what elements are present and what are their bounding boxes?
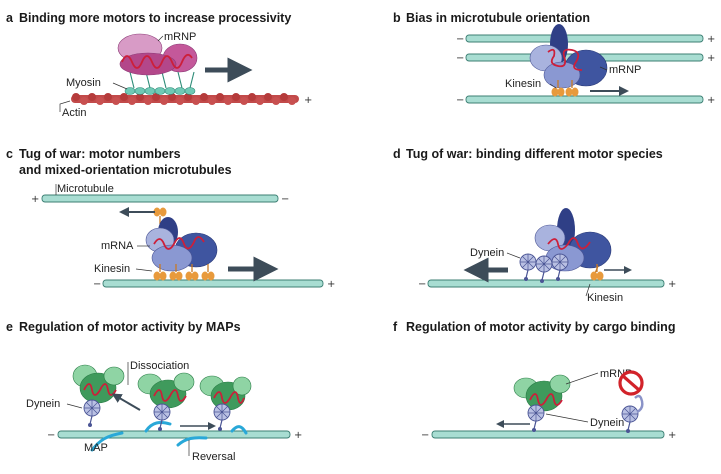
mrnp-cargo: [137, 372, 195, 409]
label-dynein: Dynein: [590, 417, 624, 429]
minus-end-sign: −: [281, 194, 289, 205]
panel-title: Regulation of motor activity by cargo bi…: [406, 320, 675, 334]
minus-end-sign: −: [456, 34, 464, 45]
plus-end-sign: +: [668, 430, 676, 441]
minus-end-sign: −: [93, 279, 101, 290]
panel-letter: e: [6, 320, 13, 334]
plus-end-sign: +: [327, 279, 335, 290]
dissociation-arrow: [111, 393, 141, 411]
label-dissociation: Dissociation: [130, 360, 189, 372]
myosin-motors: [124, 71, 196, 95]
label-mrnp: mRNP: [609, 64, 641, 76]
label-microtubule: Microtubule: [57, 183, 114, 195]
dynein-motor: [621, 405, 639, 434]
panel-b: b Bias in microtubule orientation − − − …: [393, 11, 715, 106]
mrnp-cargo: [529, 24, 608, 89]
panel-title: Binding more motors to increase processi…: [19, 11, 291, 25]
plus-end-sign: +: [668, 279, 676, 290]
panel-letter: f: [393, 320, 398, 334]
minus-end-sign: −: [418, 279, 426, 290]
minus-end-sign: −: [456, 53, 464, 64]
panel-a: a Binding more motors to increase proces…: [6, 11, 312, 119]
dynein-motor: [213, 403, 231, 432]
label-kinesin: Kinesin: [94, 263, 130, 275]
dissociated-cargo: [72, 364, 125, 404]
panel-title: Tug of war: motor numbers: [19, 147, 181, 161]
dynein-motor: [83, 399, 101, 428]
panel-e: e Regulation of motor activity by MAPs −…: [6, 320, 302, 463]
plus-end-sign: +: [31, 194, 39, 205]
label-mrnp: mRNP: [164, 31, 196, 43]
microtubule: [465, 34, 704, 43]
dynein-motor: [551, 253, 569, 282]
panel-title: Tug of war: binding different motor spec…: [406, 147, 663, 161]
plus-end-sign: +: [304, 95, 312, 106]
label-myosin: Myosin: [66, 77, 101, 89]
microtubule: [465, 95, 704, 104]
label-kinesin: Kinesin: [505, 78, 541, 90]
label-dynein: Dynein: [470, 247, 504, 259]
panel-title: and mixed-orientation microtubules: [19, 163, 232, 177]
microtubule: [102, 279, 324, 288]
dynein-motor: [535, 255, 553, 284]
actin-filament: [71, 93, 299, 105]
panel-letter: d: [393, 147, 401, 161]
minus-end-sign: −: [47, 430, 55, 441]
panel-d: d Tug of war: binding different motor sp…: [393, 147, 676, 304]
dynein-motor: [527, 404, 545, 433]
microtubule: [427, 279, 665, 288]
label-kinesin: Kinesin: [587, 292, 623, 304]
mrnp-cargo: [117, 33, 198, 76]
panel-title: Regulation of motor activity by MAPs: [19, 320, 241, 334]
mrnp-cargo: [199, 375, 252, 411]
mrna-cargo: [145, 217, 218, 272]
plus-end-sign: +: [294, 430, 302, 441]
label-map: MAP: [84, 442, 108, 454]
microtubule: [431, 430, 665, 439]
label-reversal: Reversal: [192, 451, 235, 463]
microtubule: [41, 194, 279, 203]
panel-f: f Regulation of motor activity by cargo …: [393, 320, 676, 441]
plus-end-sign: +: [707, 34, 715, 45]
label-dynein: Dynein: [26, 398, 60, 410]
microtubule: [57, 430, 291, 439]
dynein-motor: [153, 403, 171, 432]
panel-title: Bias in microtubule orientation: [406, 11, 590, 25]
map-proteins: [90, 421, 248, 452]
mrnp-cargo: [513, 374, 571, 412]
no-entry-icon: [618, 370, 644, 396]
panel-letter: c: [6, 147, 13, 161]
label-mrna: mRNA: [101, 240, 134, 252]
panel-letter: a: [6, 11, 14, 25]
dynein-motor: [519, 253, 537, 282]
minus-end-sign: −: [421, 430, 429, 441]
panel-c: c Tug of war: motor numbers and mixed-or…: [6, 147, 335, 290]
panel-letter: b: [393, 11, 401, 25]
plus-end-sign: +: [707, 95, 715, 106]
kinesin-motor: [200, 263, 216, 282]
label-actin: Actin: [62, 107, 86, 119]
minus-end-sign: −: [456, 95, 464, 106]
plus-end-sign: +: [707, 53, 715, 64]
